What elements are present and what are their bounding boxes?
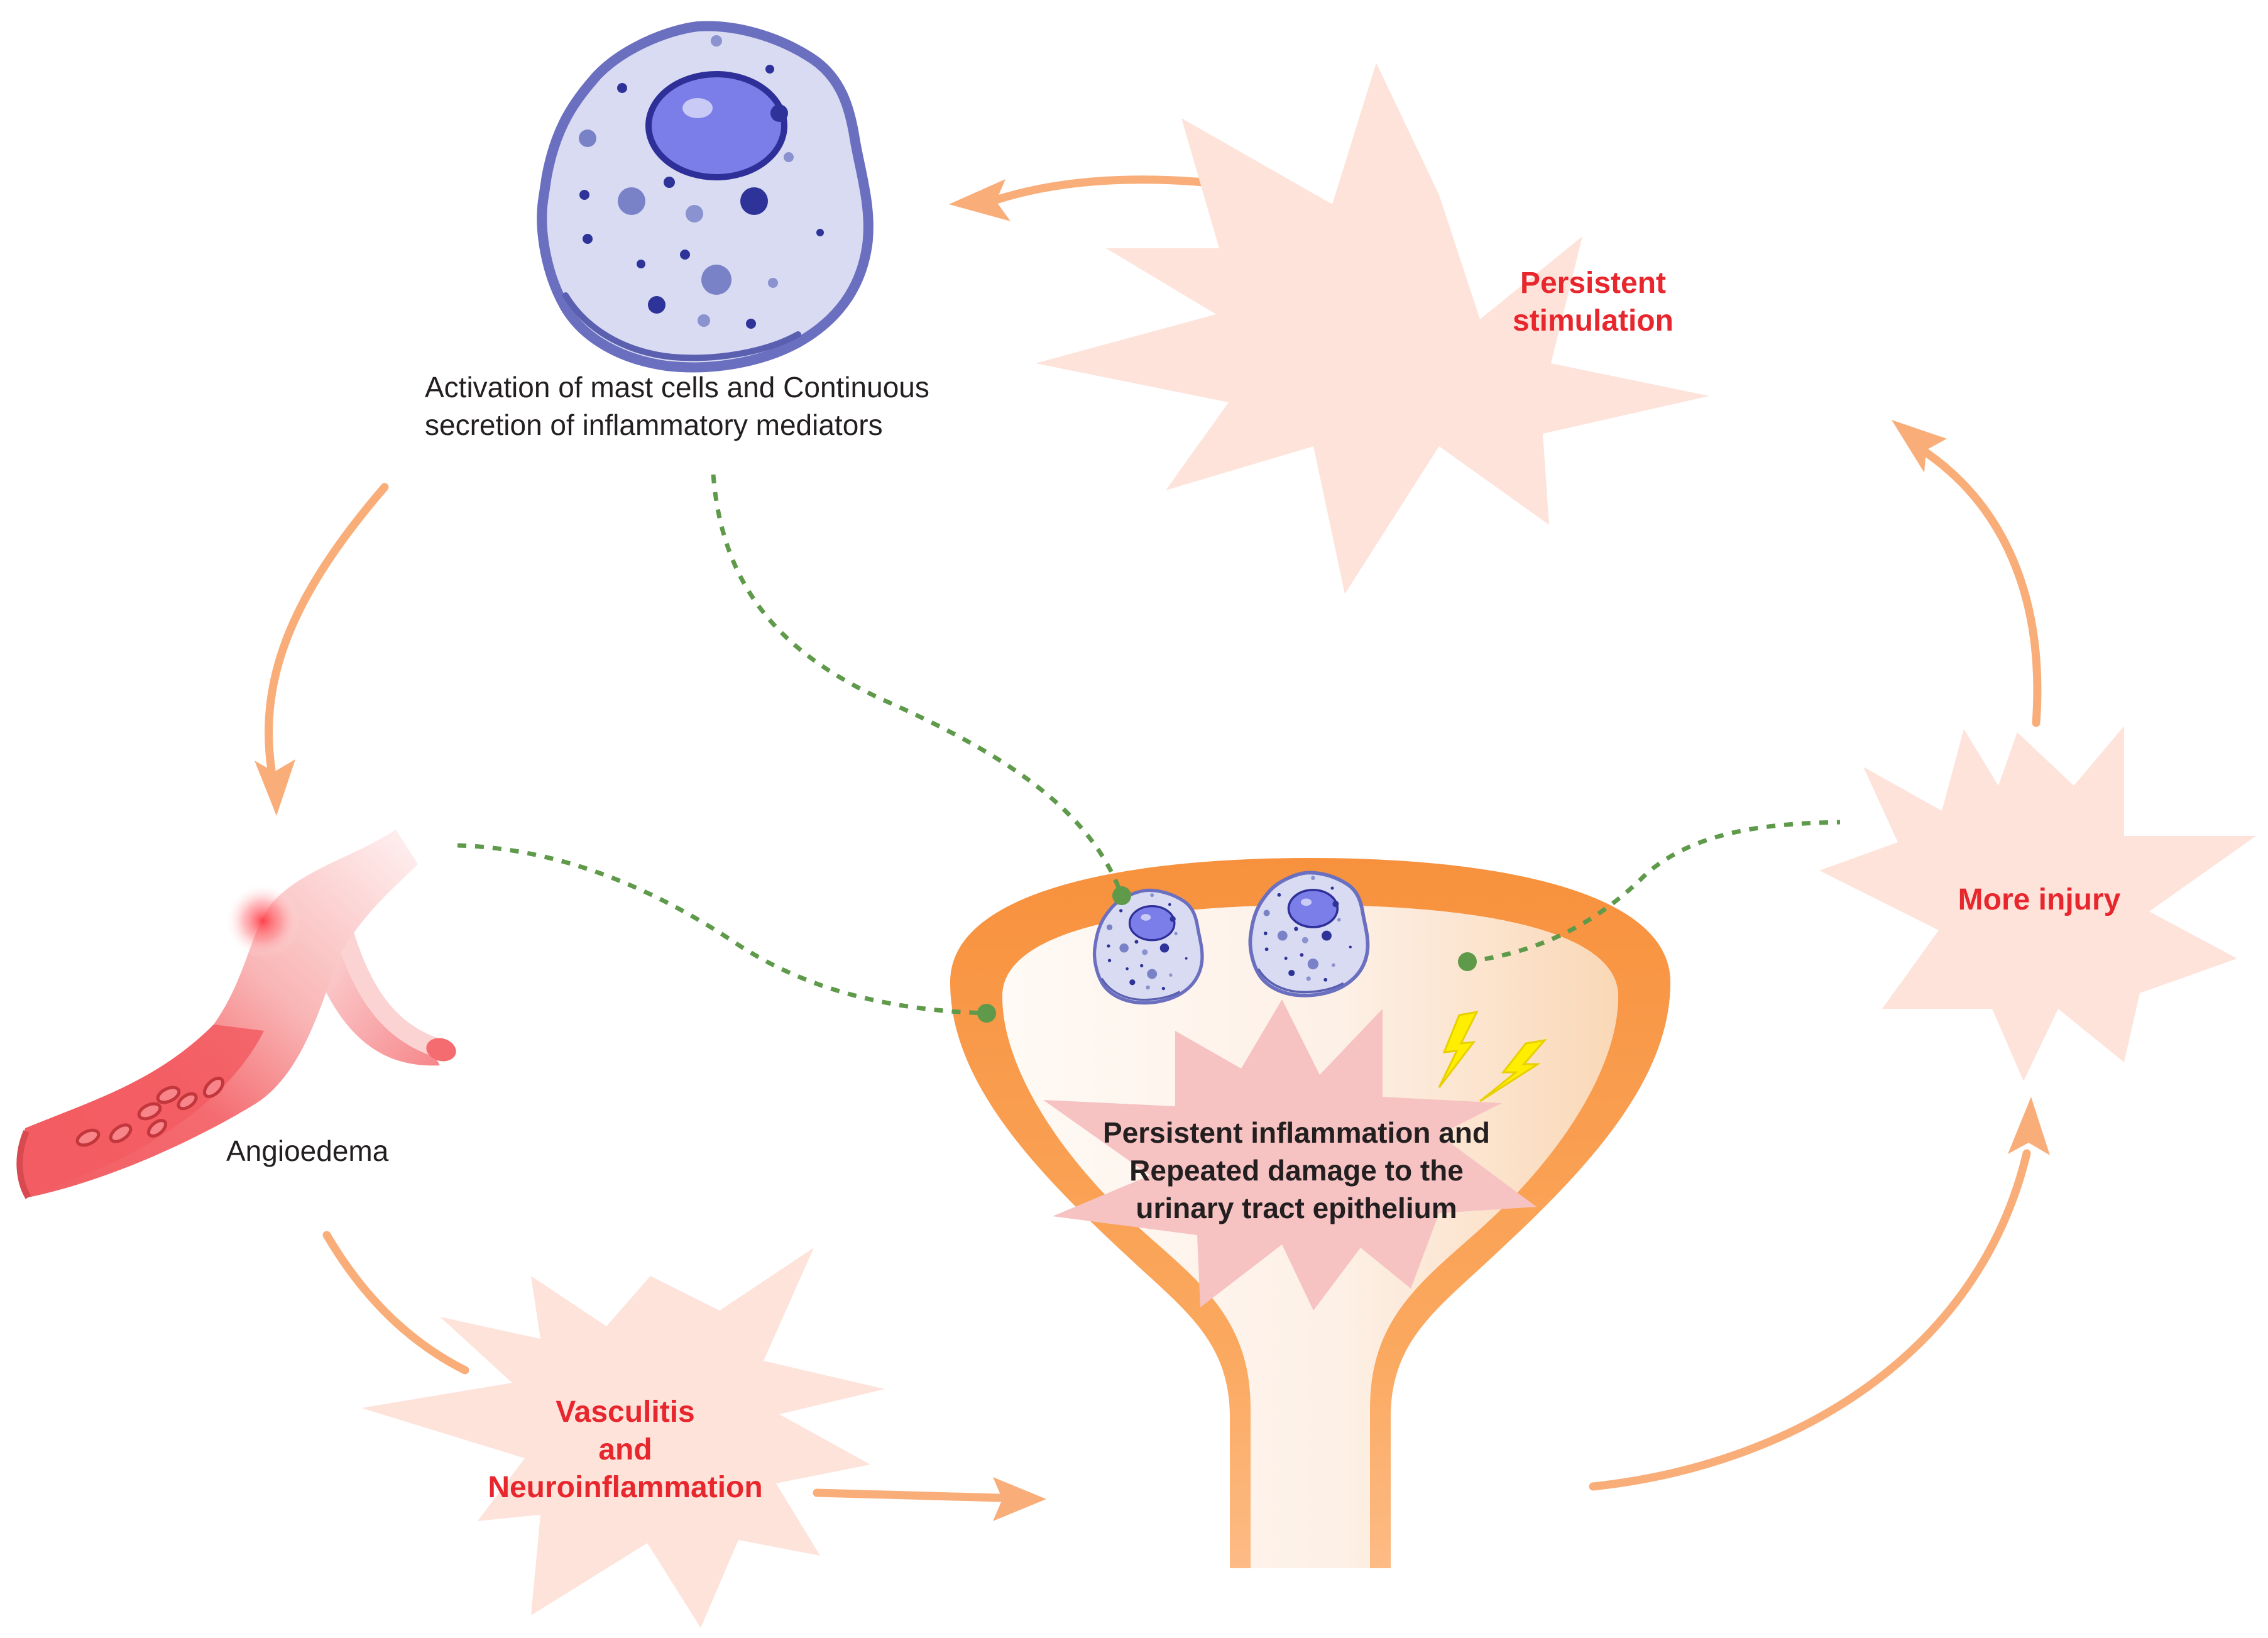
mast-cell-icon <box>542 26 868 367</box>
arrowhead-icon <box>993 1477 1046 1521</box>
vasculitis-label-line1: Vasculitis <box>556 1395 694 1429</box>
persistent-stimulation-burst <box>1036 63 1709 594</box>
cycle-arrows <box>255 175 2050 1521</box>
arrowhead-icon <box>949 179 1011 221</box>
bladder-label-line2: Repeated damage to the <box>1129 1154 1464 1187</box>
vasculitis-burst <box>361 1248 885 1628</box>
arrowhead-icon <box>1892 420 1947 473</box>
connector-angioedema-to-bladder <box>457 843 987 1016</box>
mast-cell-small-icon <box>1095 890 1202 1003</box>
arrow-bladder-to-more-injury <box>1589 1149 2031 1491</box>
persistent-stimulation-label-line2: stimulation <box>1513 304 1674 338</box>
persistent-stimulation-label-line1: Persistent <box>1520 267 1666 300</box>
vasculitis-label-line2: and <box>598 1433 652 1466</box>
more-injury-burst <box>1819 726 2256 1081</box>
arrowhead-icon <box>255 759 295 816</box>
connector-injury-to-bladder <box>1467 820 1841 964</box>
mast-cell-label-line1: Activation of mast cells and Continuous <box>425 371 929 404</box>
more-injury-label: More injury <box>1958 883 2121 916</box>
mast-cell-label-line2: secretion of inflammatory mediators <box>425 409 883 441</box>
connector-mast-to-bladder <box>711 474 1124 897</box>
inner-damage-burst <box>1043 999 1537 1311</box>
arrow-more-injury-to-stimulation <box>1922 448 2042 727</box>
arrow-angioedema-to-vasculitis <box>322 1231 469 1375</box>
arrow-mast-cell-to-angioedema <box>265 483 389 774</box>
vasculitis-label-line3: Neuroinflammation <box>488 1471 762 1504</box>
mast-cell-small-icon <box>1250 872 1367 995</box>
dotted-connectors <box>457 474 1841 1016</box>
angioedema-label: Angioedema <box>226 1135 389 1167</box>
arrowhead-icon <box>2008 1097 2050 1155</box>
blood-vessel-icon <box>16 830 456 1199</box>
arrow-vasculitis-to-bladder <box>813 1488 1004 1502</box>
bladder-label-line3: urinary tract epithelium <box>1136 1192 1457 1224</box>
lightning-icon <box>1438 1010 1547 1102</box>
connector-dots <box>977 886 1477 1023</box>
bladder-label-line1: Persistent inflammation and <box>1103 1116 1490 1149</box>
